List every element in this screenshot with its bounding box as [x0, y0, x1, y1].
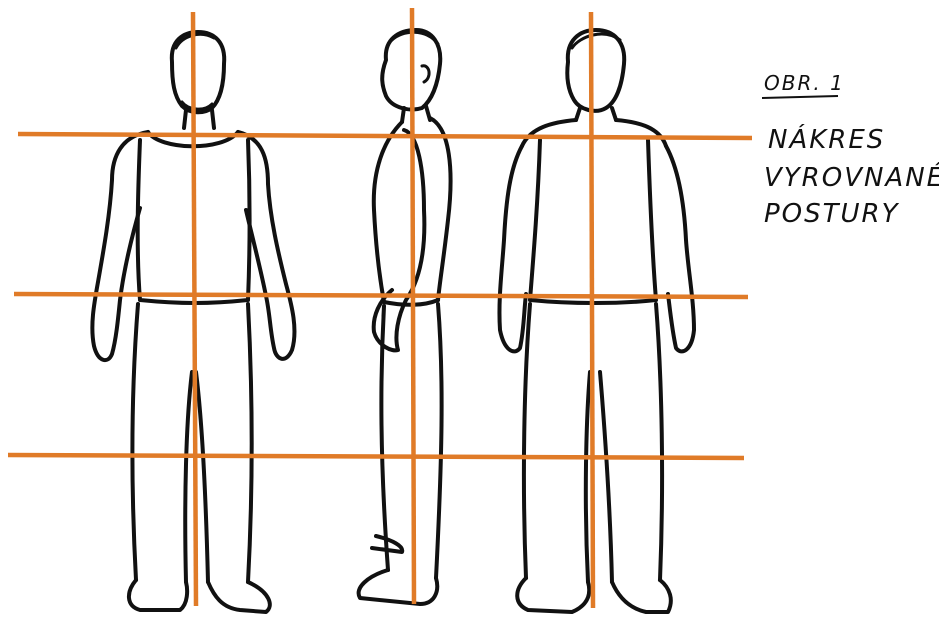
horizontal-guide-hip	[14, 294, 748, 297]
back-right-arm	[666, 146, 694, 351]
back-left-arm	[499, 146, 526, 351]
side-feet	[359, 536, 438, 604]
front-feet	[129, 580, 270, 612]
back-shoulders	[522, 120, 666, 146]
figure-reference: OBR. 1	[764, 71, 845, 95]
side-ear	[422, 66, 429, 82]
caption-line-3: POSTURY	[764, 199, 900, 229]
caption-line-1: NÁKRES	[768, 123, 885, 155]
horizontal-guide-knee	[8, 455, 744, 458]
horizontal-guide-shoulder	[18, 134, 752, 138]
vertical-guide-front	[193, 12, 196, 606]
side-arm	[374, 130, 425, 350]
vertical-guide-back	[591, 12, 593, 608]
back-view-figure	[499, 30, 694, 612]
front-right-arm	[238, 132, 294, 359]
caption-line-2: VYROVNANÉ	[764, 161, 939, 193]
front-legs	[132, 304, 251, 582]
side-chest	[374, 122, 402, 302]
caption: OBR. 1 NÁKRES VYROVNANÉ POSTURY	[762, 71, 939, 229]
figure-reference-underline	[762, 96, 838, 98]
side-view-figure	[359, 30, 451, 604]
side-back	[430, 118, 451, 300]
vertical-guide-side	[412, 8, 414, 604]
